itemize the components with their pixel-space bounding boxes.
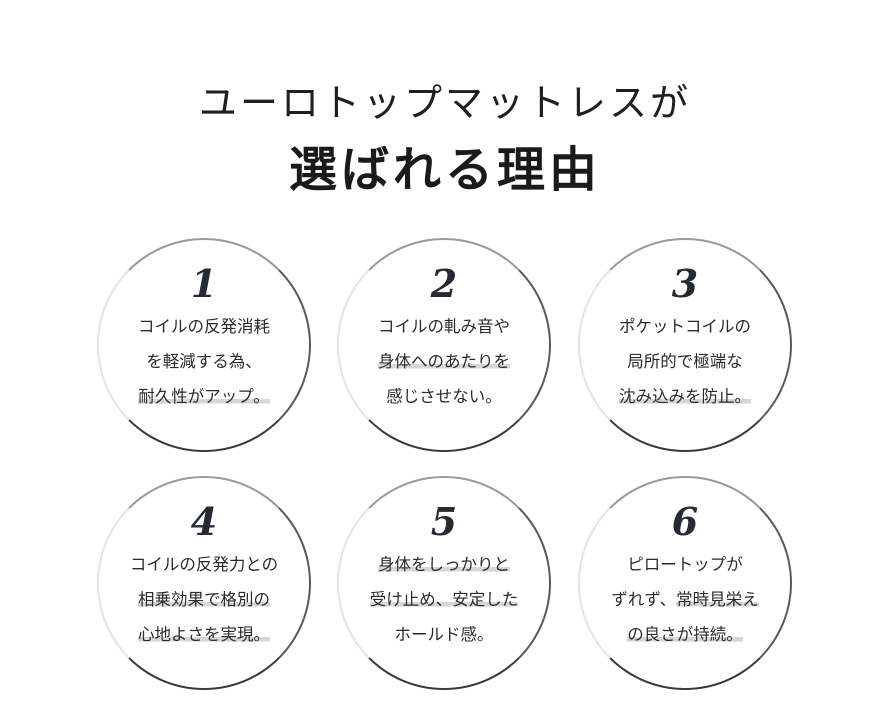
reason-line-highlighted: 受け止め、安定した bbox=[369, 590, 519, 609]
reason-line-highlighted: 身体へのあたりを bbox=[378, 352, 510, 371]
reason-circle-5: 5 身体をしっかりと 受け止め、安定した ホールド感。 bbox=[337, 476, 551, 690]
reason-line-highlighted: 耐久性がアップ。 bbox=[138, 387, 270, 406]
page-title: 選ばれる理由 bbox=[288, 142, 601, 198]
reason-line: 感じさせない。 bbox=[386, 387, 502, 406]
reason-circle-2: 2 コイルの軋み音や 身体へのあたりを 感じさせない。 bbox=[337, 238, 551, 452]
reason-number: 2 bbox=[430, 261, 458, 306]
reason-number: 1 bbox=[190, 261, 218, 306]
reason-line: コイルの反発消耗 bbox=[138, 317, 270, 336]
reason-line-highlighted: 沈み込みを防止。 bbox=[619, 387, 751, 406]
reason-number: 3 bbox=[671, 261, 699, 306]
reason-line-highlighted: の良さが持続。 bbox=[627, 625, 743, 644]
reason-line: を軽減する為、 bbox=[146, 352, 262, 371]
reason-line: 局所的で極端な bbox=[627, 352, 743, 371]
reason-circle-1: 1 コイルの反発消耗 を軽減する為、 耐久性がアップ。 bbox=[97, 238, 311, 452]
reason-number: 4 bbox=[190, 499, 218, 544]
reason-line: コイルの軋み音や bbox=[378, 317, 510, 336]
heading-line1: ユーロトップマットレスが bbox=[198, 81, 691, 125]
reason-number: 6 bbox=[671, 499, 699, 544]
reason-line: ピロートップが bbox=[627, 555, 743, 574]
reason-circle-3: 3 ポケットコイルの 局所的で極端な 沈み込みを防止。 bbox=[578, 238, 792, 452]
reason-line-highlighted: 心地よさを実現。 bbox=[138, 625, 270, 644]
reason-line: ポケットコイルの bbox=[619, 317, 751, 336]
reason-line: コイルの反発力との bbox=[129, 555, 279, 574]
reason-circle-4: 4 コイルの反発力との 相乗効果で格別の 心地よさを実現。 bbox=[97, 476, 311, 690]
reason-line-highlighted: 身体をしっかりと bbox=[378, 555, 510, 574]
reason-line: ホールド感。 bbox=[394, 625, 494, 644]
reason-number: 5 bbox=[430, 499, 458, 544]
reason-circle-6: 6 ピロートップが ずれず、常時見栄え の良さが持続。 bbox=[578, 476, 792, 690]
reason-line-highlighted: 相乗効果で格別の bbox=[138, 590, 270, 609]
reason-line-highlighted: ずれず、常時見栄え bbox=[611, 590, 759, 609]
